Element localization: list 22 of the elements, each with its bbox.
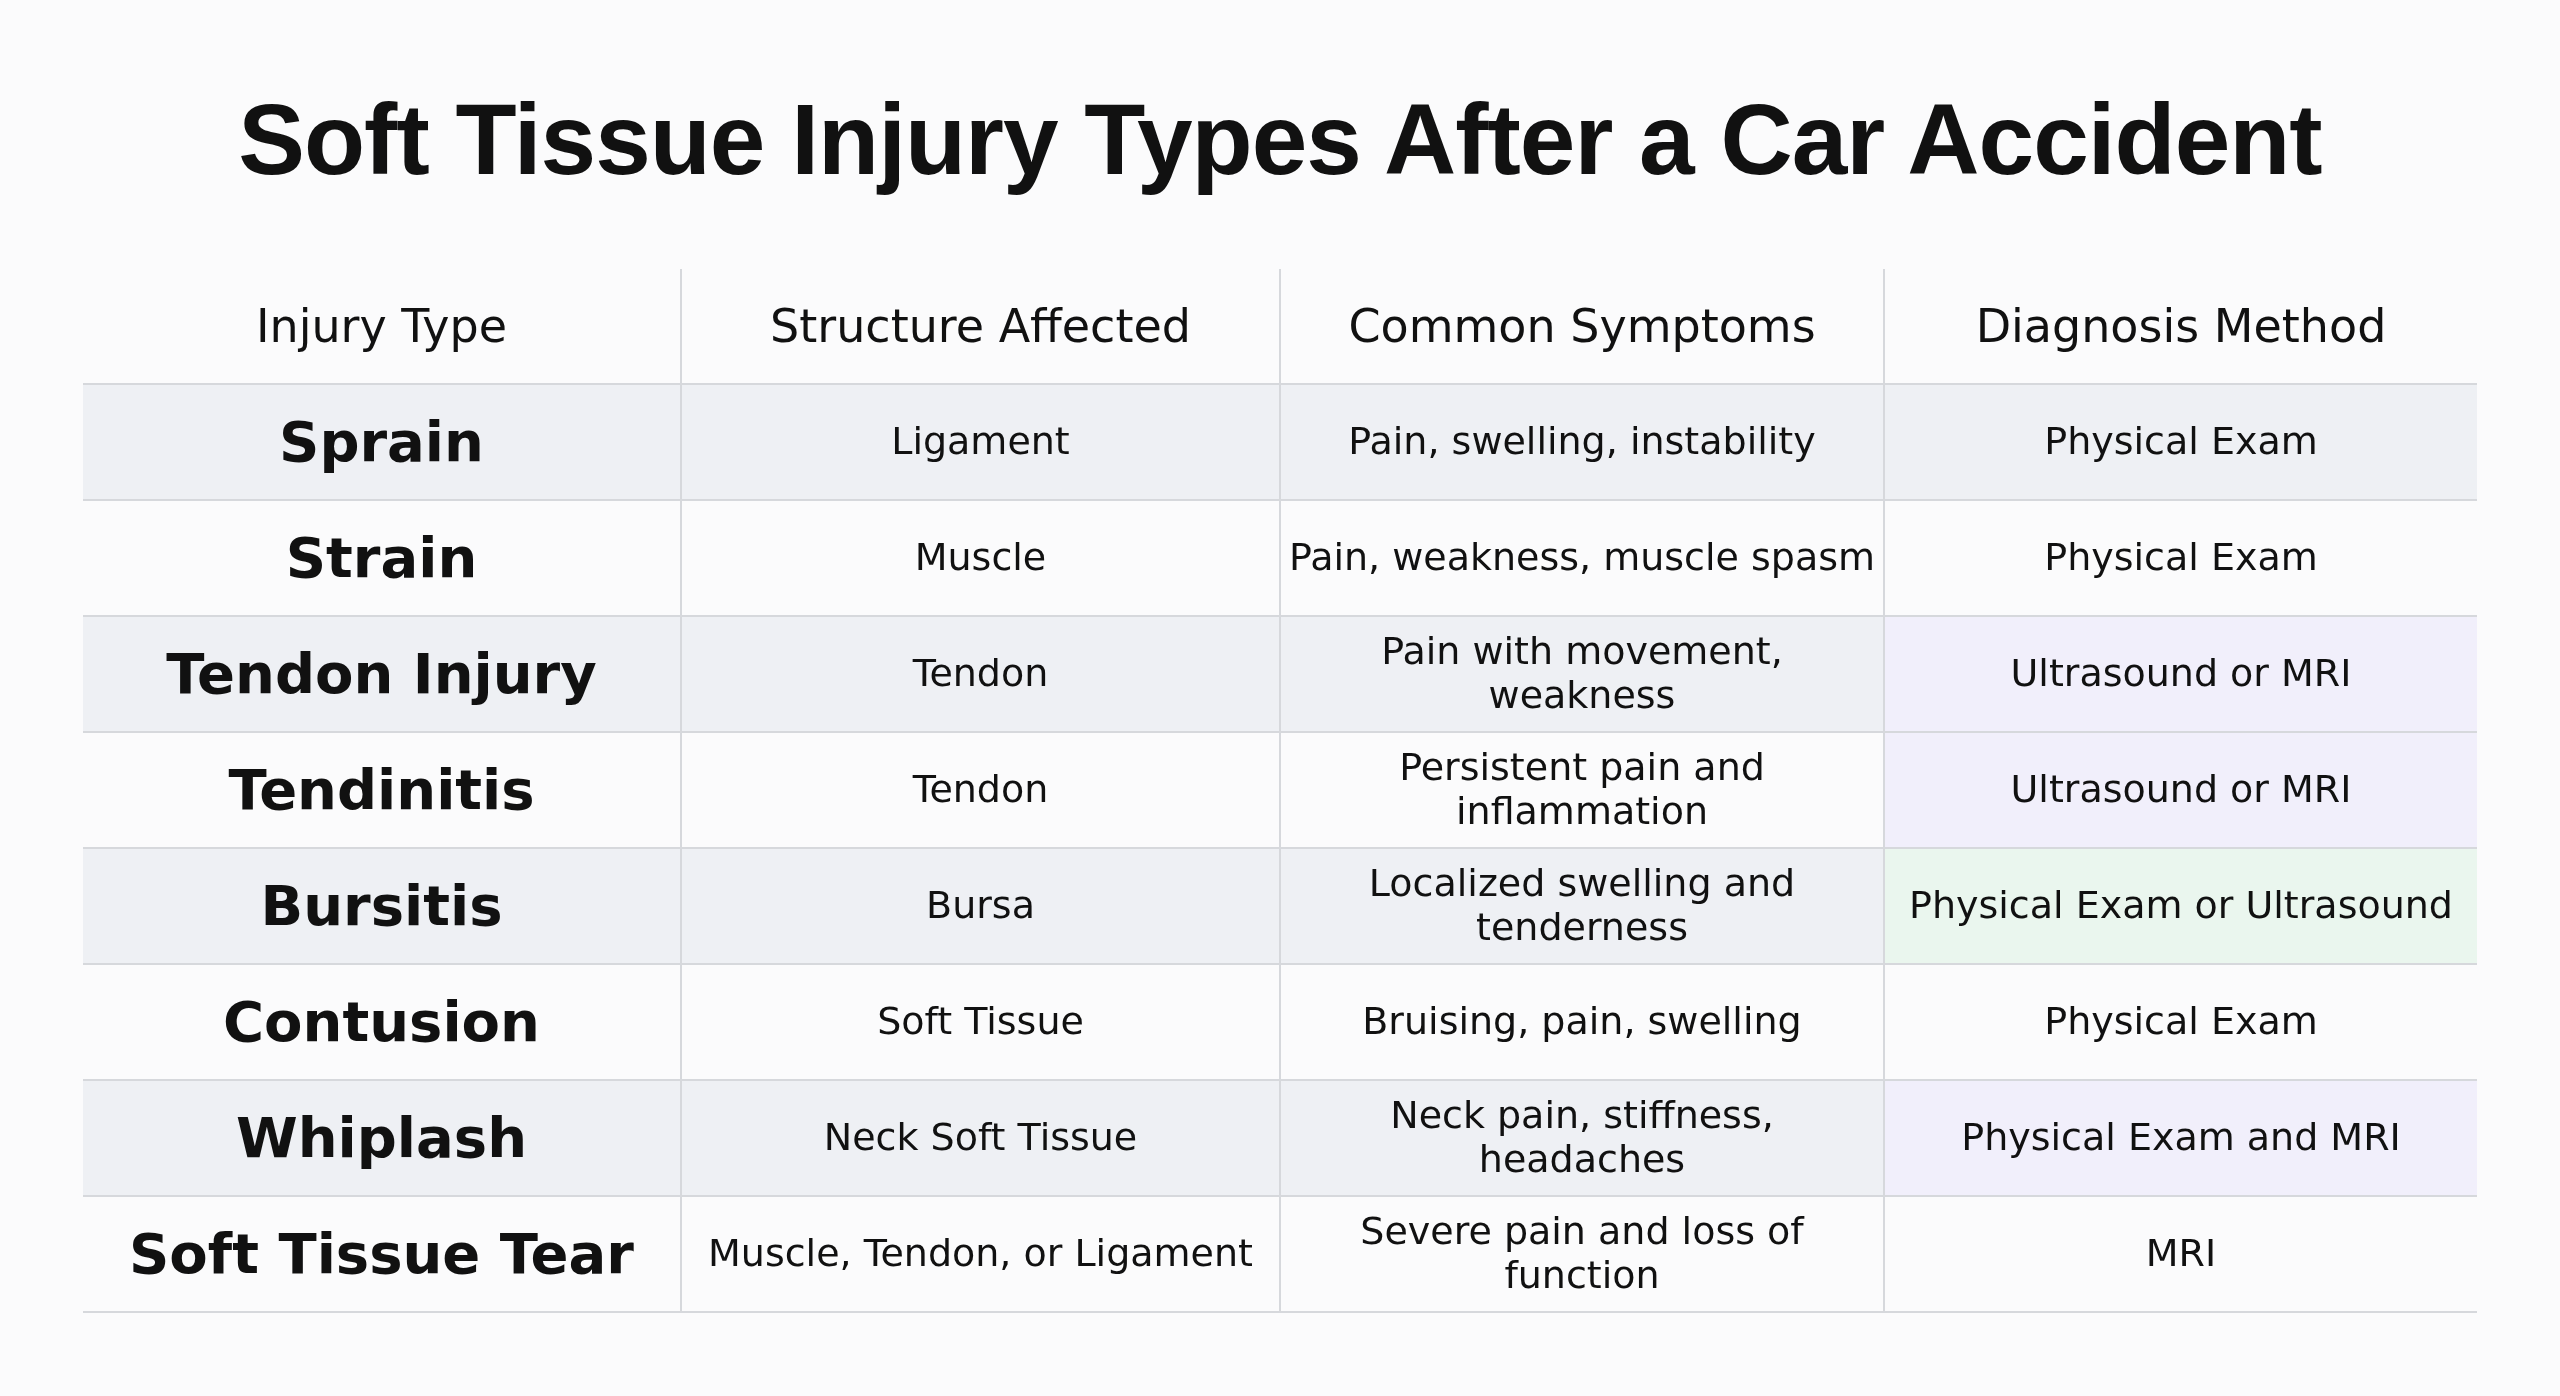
injury-type-label: Whiplash [83,1080,681,1196]
symptom-text: Neck pain, stiffness, headaches [1280,1080,1884,1196]
structure-text: Bursa [681,848,1280,964]
symptom-text: Pain, swelling, instability [1280,384,1884,500]
injury-type-label: Tendon Injury [83,616,681,732]
structure-text: Tendon [681,616,1280,732]
diagnosis-text: Physical Exam or Ultrasound [1884,848,2477,964]
diagnosis-text: Ultrasound or MRI [1884,616,2477,732]
injury-type-label: Bursitis [83,848,681,964]
structure-text: Neck Soft Tissue [681,1080,1280,1196]
symptom-text: Pain with movement, weakness [1280,616,1884,732]
title: Soft Tissue Injury Types After a Car Accident [237,82,2323,197]
diagnosis-text: Ultrasound or MRI [1884,732,2477,848]
symptom-text: Severe pain and loss of function [1280,1196,1884,1312]
diagnosis-text: MRI [1884,1196,2477,1312]
symptom-text: Localized swelling and tenderness [1280,848,1884,964]
diagnosis-text: Physical Exam [1884,384,2477,500]
structure-text: Ligament [681,384,1280,500]
injury-type-label: Soft Tissue Tear [83,1196,681,1312]
diagnosis-text: Physical Exam and MRI [1884,1080,2477,1196]
injury-type-label: Sprain [83,384,681,500]
structure-text: Muscle, Tendon, or Ligament [681,1196,1280,1312]
